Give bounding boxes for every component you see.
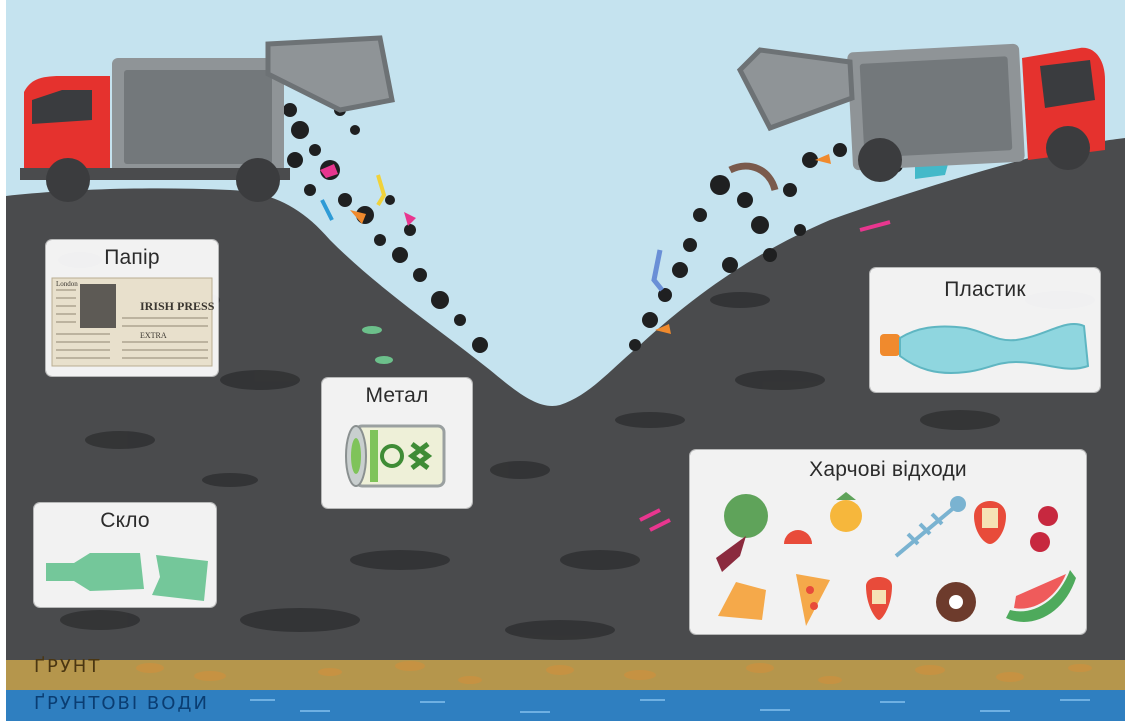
newspaper-masthead: IRISH PRESS <box>140 299 214 313</box>
garbage-truck-left <box>20 35 395 202</box>
soil-pebbles <box>136 661 1092 684</box>
card-glass-title: Скло <box>100 509 150 532</box>
card-glass: Скло <box>34 503 216 607</box>
groundwater-layer <box>6 690 1125 721</box>
garbage-truck-right <box>736 43 1105 182</box>
groundwater-label: ҐРУНТОВІ ВОДИ <box>34 693 209 714</box>
debris-right <box>629 134 950 532</box>
card-paper: Папір London IRISH PRESS EXTRA <box>46 240 218 376</box>
card-food-waste-title: Харчові відходи <box>809 458 967 481</box>
soil-layer <box>6 660 1125 690</box>
berries-icon <box>1030 506 1058 552</box>
beet-icon <box>716 494 768 572</box>
pizza-slice-icon <box>796 574 830 626</box>
debris-left <box>283 103 488 364</box>
watermelon-icon <box>1006 570 1076 622</box>
card-plastic: Пластик <box>870 268 1100 392</box>
card-plastic-title: Пластик <box>944 278 1026 301</box>
water-ripples <box>250 699 1090 713</box>
newspaper-extra: EXTRA <box>140 331 167 340</box>
corn-icon <box>830 492 862 532</box>
card-food-waste: Харчові відходи <box>690 450 1086 634</box>
apple-core-2-icon <box>866 577 892 620</box>
cheese-icon <box>718 582 766 620</box>
apple-core-icon <box>974 501 1006 544</box>
glass-bottle-icon <box>46 553 208 601</box>
fish-bone-icon <box>894 496 966 558</box>
soil-label: ҐРУНТ <box>34 656 102 677</box>
donut-icon <box>936 582 976 622</box>
plastic-bottle-icon <box>880 323 1090 374</box>
card-metal: Метал <box>322 378 472 508</box>
card-paper-title: Папір <box>104 246 160 269</box>
food-waste-icons <box>716 492 1076 626</box>
newspaper-icon: London IRISH PRESS EXTRA <box>51 277 214 367</box>
card-metal-title: Метал <box>365 384 429 407</box>
tin-can-icon <box>345 424 446 488</box>
newspaper-corner: London <box>56 280 78 288</box>
tomato-slice-icon <box>784 530 812 544</box>
